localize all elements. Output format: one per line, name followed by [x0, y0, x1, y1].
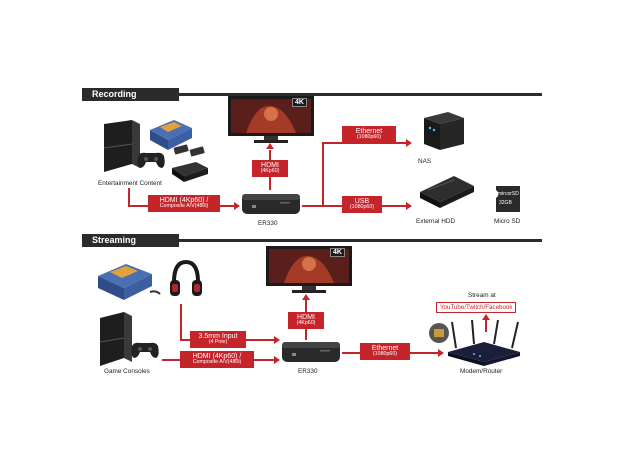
- modem-icon: [429, 323, 449, 343]
- recording-hdmi-in-sub: Composite A/V(480i): [159, 203, 209, 210]
- retro-console-icon: [98, 264, 161, 300]
- streaming-hdmi-out-sub: (4Kp60): [296, 320, 316, 327]
- router-label: Modem/Router: [460, 368, 503, 375]
- recording-usb-tag: USB (1080p60): [342, 196, 382, 213]
- recording-ethernet-tag: Ethernet (1080p60): [342, 126, 396, 143]
- streaming-section-header: Streaming: [82, 234, 542, 247]
- recording-ethernet-sub: (1080p60): [356, 134, 382, 141]
- streaming-arrow-hdmi-out: [302, 294, 310, 300]
- streaming-hdmi-out-main: HDMI: [297, 314, 315, 321]
- recording-hdmi-out-sub: (4Kp60): [260, 168, 280, 175]
- stream-at-label: Stream at: [468, 292, 496, 299]
- streaming-arrow-up: [482, 314, 490, 320]
- recording-wire-in-v: [128, 188, 130, 206]
- stream-platforms: YouTube/Twitch/Facebook: [436, 302, 517, 313]
- streaming-ethernet-tag: Ethernet (1080p60): [360, 343, 410, 360]
- streaming-audio-sub: (4 Pole): [208, 339, 228, 346]
- external-hdd-label: External HDD: [416, 218, 456, 225]
- game-consoles-label: Game Consoles: [104, 368, 150, 375]
- streaming-arrow-eth: [438, 349, 444, 357]
- media-box-icon: [172, 162, 208, 182]
- streaming-audio-main: 3.5mm Input: [198, 333, 238, 340]
- streaming-audio-tag: 3.5mm Input (4 Pole): [190, 331, 246, 348]
- micro-sd-label: Micro SD: [494, 218, 521, 225]
- recording-usb-main: USB: [354, 198, 370, 205]
- recording-wire-eth-v: [322, 143, 324, 207]
- recording-wire-out-h: [302, 205, 324, 207]
- recording-usb-sub: (1080p60): [349, 204, 375, 211]
- streaming-ethernet-main: Ethernet: [371, 345, 399, 352]
- streaming-wire-up: [485, 320, 487, 332]
- streaming-hdmi-in-main: HDMI (4Kp60) /: [192, 353, 242, 360]
- gamepad-icon: [137, 152, 165, 168]
- recording-arrow-eth: [406, 139, 412, 147]
- headset-icon: [170, 259, 202, 296]
- gamepad-icon: [131, 342, 159, 358]
- recording-hdmi-out-tag: HDMI (4Kp60): [252, 160, 288, 177]
- streaming-title: Streaming: [82, 234, 179, 247]
- recording-arrow-hdmi-out: [266, 143, 274, 149]
- recording-ethernet-main: Ethernet: [355, 128, 383, 135]
- router-icon: [448, 319, 520, 366]
- recording-title: Recording: [82, 88, 179, 101]
- recording-4k-badge: 4K: [292, 98, 307, 107]
- micro-sd-icon: mircorSD 32GB: [496, 186, 520, 212]
- entertainment-content-label: Entertainment Content: [98, 180, 162, 187]
- streaming-hdmi-in-sub: Composite A/V(480i): [192, 359, 242, 366]
- nas-icon: [424, 112, 464, 150]
- er330-device-icon: [242, 194, 300, 214]
- recording-wire-in-h2: [220, 205, 234, 207]
- recording-arrow-in: [234, 202, 240, 210]
- nas-label: NAS: [418, 158, 432, 165]
- recording-hdmi-in-tag: HDMI (4Kp60) / Composite A/V(480i): [148, 195, 220, 212]
- console-icon: [99, 312, 132, 366]
- recording-er330-label: ER330: [258, 220, 278, 227]
- streaming-er330-label: ER330: [298, 368, 318, 375]
- external-hdd-icon: [420, 176, 474, 208]
- recording-wire-eth-h: [322, 142, 406, 144]
- recording-arrow-usb: [406, 202, 412, 210]
- streaming-arrow-hdmi-in: [274, 356, 280, 364]
- streaming-ethernet-sub: (1080p60): [372, 351, 398, 358]
- retro-console-icon: [150, 120, 192, 150]
- recording-hdmi-in-main: HDMI (4Kp60) /: [159, 197, 209, 204]
- streaming-wire-audio-v: [180, 304, 182, 340]
- streaming-hdmi-in-tag: HDMI (4Kp60) / Composite A/V(480i): [180, 351, 254, 368]
- streaming-4k-badge: 4K: [330, 248, 345, 257]
- retro-pad-icon: [173, 144, 205, 157]
- console-icon: [103, 120, 140, 172]
- recording-wire-in-h1: [128, 205, 148, 207]
- er330-device-icon: [282, 342, 340, 362]
- micro-sd-card-text: mircorSD: [498, 191, 519, 197]
- recording-hdmi-out-main: HDMI: [261, 162, 279, 169]
- recording-section-header: Recording: [82, 88, 542, 101]
- micro-sd-card-cap: 32GB: [499, 200, 512, 206]
- streaming-hdmi-out-tag: HDMI (4Kp60): [288, 312, 324, 329]
- streaming-arrow-audio: [274, 336, 280, 344]
